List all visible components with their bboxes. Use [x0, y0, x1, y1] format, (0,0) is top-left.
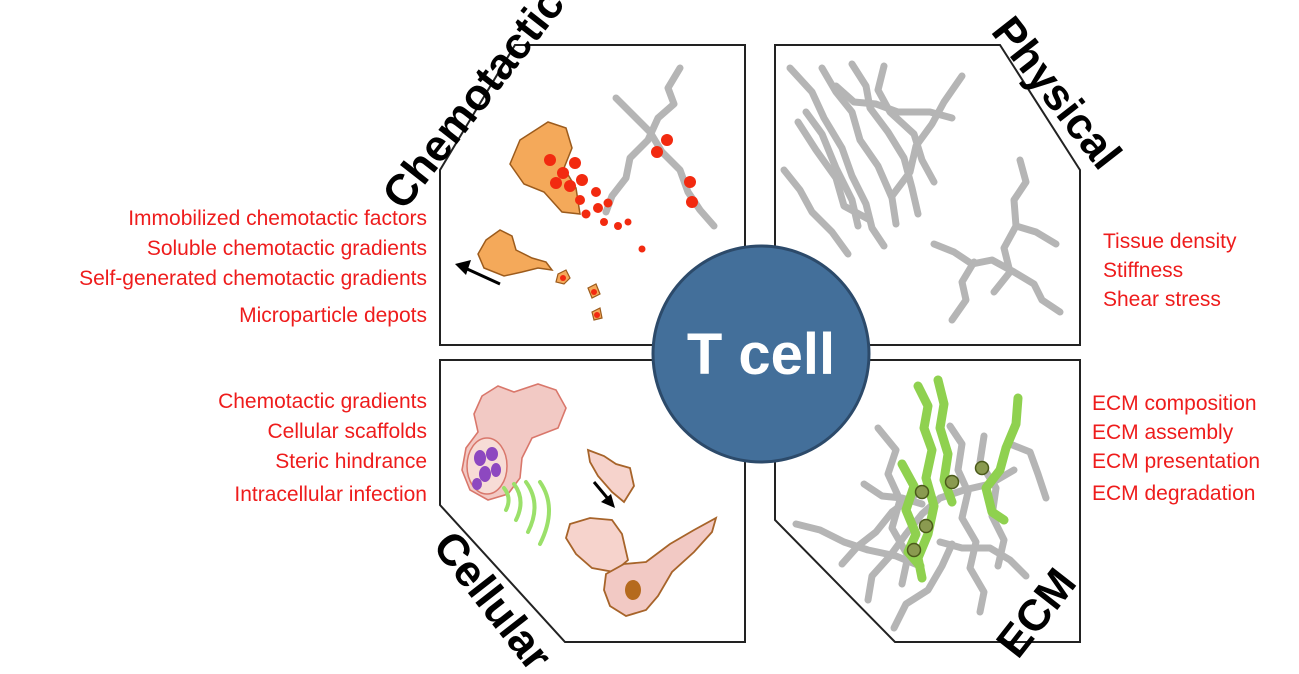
factor-item: Self-generated chemotactic gradients: [79, 267, 427, 290]
cellular-factor-list: Chemotactic gradients Cellular scaffolds…: [218, 390, 427, 506]
pathogen: [474, 450, 486, 466]
ecm-fiber: [838, 492, 918, 568]
chemokine-dot: [576, 174, 588, 186]
ecm-fiber: [1006, 440, 1050, 502]
scaffold-nucleus: [625, 580, 641, 600]
dense-fiber: [888, 72, 966, 200]
chemokine-dot: [614, 222, 622, 230]
factor-item: Steric hindrance: [275, 450, 427, 473]
small-t-cell: [586, 448, 635, 504]
factor-item: ECM assembly: [1092, 421, 1234, 444]
factor-item: Intracellular infection: [234, 483, 427, 506]
chemokine-dot: [603, 198, 613, 208]
factor-item: ECM presentation: [1092, 450, 1260, 473]
arrow-head-icon: [601, 494, 615, 508]
ecm-green-fiber: [913, 381, 939, 583]
chemokine-dot: [591, 187, 601, 197]
arrow-head-icon: [455, 260, 471, 275]
dense-fiber: [848, 60, 922, 218]
chemokine-dot: [638, 245, 646, 253]
chemokine-dot: [686, 196, 698, 208]
chemotactic-fiber: [602, 64, 684, 216]
ecm-particle: [918, 518, 934, 534]
sparse-fiber: [948, 258, 978, 324]
ecm-fiber: [946, 422, 988, 616]
factor-item: ECM degradation: [1092, 482, 1255, 505]
chemokine-dot: [651, 146, 663, 158]
chemokine-dot: [557, 167, 569, 179]
ecm-illustration: [792, 375, 1050, 632]
chemokine-dot: [594, 312, 600, 318]
pathogen: [491, 463, 501, 477]
chemokine-dot: [581, 209, 591, 219]
pathogen: [486, 447, 498, 461]
factor-item: Chemotactic gradients: [218, 390, 427, 413]
ecm-fiber: [864, 466, 1018, 604]
chemokine-dot: [544, 154, 556, 166]
chemotactic-illustration: [455, 64, 718, 321]
dense-fiber: [874, 62, 938, 186]
dense-fiber: [786, 64, 888, 250]
chemotactic-fiber: [612, 94, 718, 230]
chemokine-dot: [684, 176, 696, 188]
factor-item: Microparticle depots: [239, 304, 427, 327]
signal-wave: [512, 482, 523, 522]
ecm-particle: [914, 484, 930, 500]
chemokine-dot: [591, 289, 597, 295]
ecm-green-fiber: [981, 393, 1023, 525]
t-cell-label: T cell: [687, 322, 835, 387]
factor-item: Immobilized chemotactic factors: [128, 207, 427, 230]
factor-item: Stiffness: [1103, 259, 1183, 282]
signal-wave: [538, 480, 551, 546]
factor-item: Cellular scaffolds: [267, 420, 427, 443]
cellular-illustration: [461, 383, 718, 617]
ecm-particle: [974, 460, 990, 476]
dense-fiber: [780, 166, 852, 258]
migration-arrow: [464, 266, 501, 286]
pathogen: [479, 466, 491, 482]
ecm-fiber: [890, 540, 956, 632]
ecm-fiber: [936, 538, 1030, 580]
signal-wave: [502, 486, 511, 512]
chemokine-dot: [564, 180, 576, 192]
t-cell-circle: [651, 244, 871, 464]
chemotactic-factor-list: Immobilized chemotactic factors Soluble …: [79, 207, 427, 327]
chemokine-dot: [661, 134, 673, 146]
chemokine-dot: [624, 218, 632, 226]
pathogen: [472, 478, 482, 490]
chemokine-dot: [560, 275, 566, 281]
ecm-factor-list: ECM composition ECM assembly ECM present…: [1092, 392, 1260, 505]
direction-arrow: [592, 481, 611, 501]
chemokine-dot: [575, 195, 585, 205]
physical-illustration: [780, 60, 1064, 324]
chemokine-dot: [593, 203, 603, 213]
signal-wave: [524, 480, 537, 534]
factor-item: Shear stress: [1103, 288, 1221, 311]
factor-item: Tissue density: [1103, 230, 1237, 253]
sparse-fiber: [930, 240, 1064, 316]
chemokine-dot: [600, 218, 608, 226]
ecm-particle: [944, 474, 960, 490]
dense-fiber: [794, 118, 874, 224]
ecm-particle: [906, 542, 922, 558]
migrating-t-cell: [477, 229, 554, 277]
factor-item: Soluble chemotactic gradients: [147, 237, 427, 260]
factor-item: ECM composition: [1092, 392, 1257, 415]
dense-fiber: [832, 82, 956, 122]
chemokine-dot: [550, 177, 562, 189]
chemokine-dot: [569, 157, 581, 169]
sparse-fiber: [1012, 222, 1060, 248]
physical-factor-list: Tissue density Stiffness Shear stress: [1103, 230, 1237, 311]
